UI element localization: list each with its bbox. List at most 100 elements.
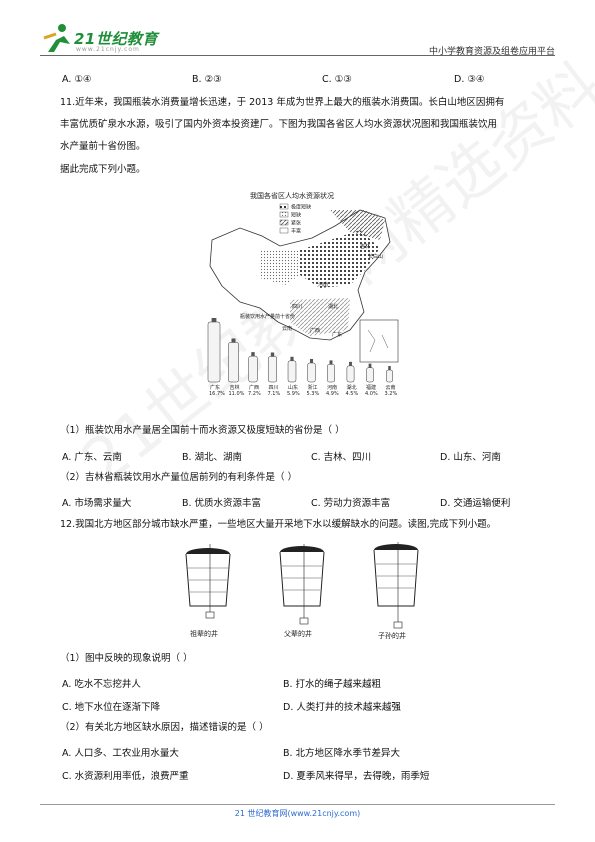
bottle-cap [231,338,236,343]
header-divider [40,55,555,56]
bottle-label: 湖北 [347,384,357,391]
bottle-label: 广东 [210,384,220,391]
q11-sub2-option-a: A. 市场需求量大 [62,498,132,509]
q12-sub2-option-d: D. 夏季风来得早，去得晚，雨季短 [283,771,430,782]
q12-sub2-option-c: C. 水资源利用率低，浪费严重 [62,771,189,782]
q10-option-c: C. ①③ [322,74,352,85]
bottle-label: 云南 [386,384,396,391]
bottle-label: 浙江 [308,384,318,391]
bottle-cap [349,361,352,366]
well-caption: 祖辈的井 [190,629,218,638]
bottle-value: 5.9% [287,391,300,397]
bottle-cap [309,358,314,363]
south-sea-inset [359,319,399,363]
page-header: 21世纪教育 www.21cnjy.com 中小学教育资源及组卷应用平台 [40,22,555,62]
legend-label: 极度短缺 [291,204,311,211]
bottle-label: 福建 [366,384,376,391]
bottle-cap [270,352,275,357]
bottle-value: 4.0% [365,391,378,397]
bottle-mark [228,342,239,383]
q11-sub2-option-c: C. 劳动力资源丰富 [311,498,391,509]
map-label: 河南 [318,281,328,288]
map-label: 四川 [292,304,302,310]
bottle-cap [368,363,372,368]
bottle-mark [327,364,335,383]
q12-sub2-text: （2）有关北方地区缺水原因，描述错误的是（ ） [60,722,269,733]
bottle-value: 3.2% [385,391,398,397]
platform-title: 中小学教育资源及组卷应用平台 [428,47,555,57]
map-label: 广东 [332,331,342,338]
bottle-label: 四川 [269,385,279,391]
legend-label: 紧张 [291,220,301,227]
well-caption: 父辈的井 [284,629,312,638]
bottle-value: 11.0% [229,391,245,397]
bottle-value: 4.9% [326,391,339,397]
map-label: 吉林 [360,243,370,250]
q12-sub1-text: （1）图中反映的现象说明（ ） [60,653,193,664]
q11-sub1-option-b: B. 湖北、湖南 [182,452,243,463]
bottle-cap [251,352,255,357]
map-label: 湖北 [328,303,338,310]
map-title: 我国各省区人均水资源状况 [250,191,334,200]
q12-sub1-option-b: B. 打水的绳子越来越粗 [283,679,382,690]
q11-sub2-text: （2）吉林省瓶装饮用水产量位居前列的有利条件是（ ） [60,472,298,483]
bottle-value: 4.5% [346,391,359,397]
q12-sub2-option-a: A. 人口多、工农业用水量大 [62,748,179,759]
well-grandparents: 祖辈的井 [185,544,231,638]
bottle-mark [207,321,221,383]
map-label: 广西 [310,327,320,334]
logo-runner-icon [43,24,70,52]
bottle-mark [248,355,258,383]
bottle-label: 山东 [288,384,298,391]
bottle-mark [386,369,393,383]
q12-sub1-option-c: C. 地下水位在逐渐下降 [62,702,161,713]
bottle-value: 7.2% [248,391,261,397]
q11-stem-line: 丰富优质矿泉水水源，吸引了国内外资本投资建厂。下图为我国各省区人均水资源状况图和… [60,119,498,130]
q10-option-a: A. ①④ [62,74,92,85]
wells-figure: 祖辈的井 父辈的井 子孙的井 [185,542,419,640]
bottle-label: 吉林 [230,384,240,391]
map-legend: 极度短缺 短缺 紧张 丰富 [279,204,311,235]
footer-divider [40,804,555,805]
q11-instruction: 据此完成下列小题。 [60,164,146,175]
q11-sub1-option-a: A. 广东、云南 [62,452,122,463]
footer-link[interactable]: 21 世纪教育网(www.21cnjy.com) [234,809,361,818]
bottle-mark [307,362,316,383]
map-label: 云南 [282,325,292,332]
bottle-chart-title: 瓶装饮用水产量前十省份 [240,313,295,320]
q10-option-b: B. ②③ [192,74,222,85]
legend-label: 丰富 [291,228,301,235]
bottle-cap [290,356,294,361]
q11-sub1-option-c: C. 吉林、四川 [311,452,372,463]
well-parents: 父辈的井 [279,544,325,638]
region-tense [330,210,385,240]
q11-sub2-option-d: D. 交通运输便利 [440,498,511,509]
logo-subtext: www.21cnjy.com [76,46,140,53]
q12-sub1-option-a: A. 吃水不忘挖井人 [62,679,141,690]
water-resource-map: 我国各省区人均水资源状况 极度短缺 短缺 紧张 丰富 吉林 长白山 河南 四川 … [207,191,399,397]
q10-option-d: D. ③④ [454,74,485,85]
q11-sub2-option-b: B. 优质水资源丰富 [182,498,262,509]
bottle-value: 16.7% [209,391,225,397]
bottle-cap [211,318,217,322]
bottle-value: 5.3% [307,391,320,397]
q12-sub2-option-b: B. 北方地区降水季节差异大 [283,748,401,759]
bottle-cap [388,366,391,370]
q12-stem: 12.我国北方地区部分城市缺水严重，一些地区大量开采地下水以缓解缺水的问题。读图… [60,519,497,530]
q11-stem-line: 水产量前十省份图。 [60,141,146,152]
map-label: 长白山 [368,253,383,260]
logo-text: 21世纪教育 [74,30,158,48]
bottle-mark [267,356,278,383]
q11-stem-line: 11.近年来，我国瓶装水消费量增长迅速，于 2013 年成为世界上最大的瓶装水消… [60,97,505,108]
bottle-mark [287,360,297,383]
bottle-value: 7.1% [268,391,281,397]
q11-sub1-option-d: D. 山东、河南 [440,452,501,463]
bottle-chart: 广东16.7%吉林11.0%广西7.2%四川7.1%山东5.9%浙江5.3%河南… [207,318,398,397]
region-dry [300,230,380,288]
well-descendants: 子孙的井 [373,542,419,640]
bottle-mark [346,365,355,383]
region-south [290,298,350,336]
bottle-label: 河南 [327,384,337,391]
bottle-mark [366,367,374,383]
bottle-label: 广西 [249,384,259,391]
